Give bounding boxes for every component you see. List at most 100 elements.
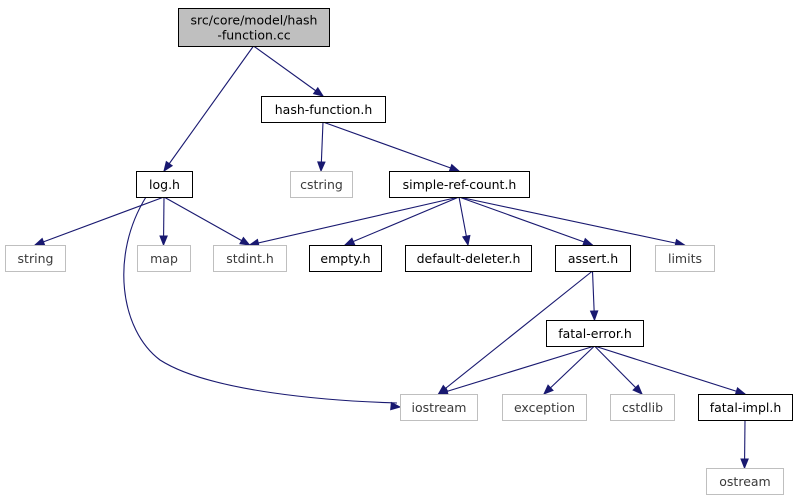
node-label: cstring (300, 177, 343, 192)
edges-layer (33, 45, 749, 470)
node-label: default-deleter.h (417, 251, 521, 266)
node-box (706, 468, 784, 495)
node-box (5, 245, 66, 272)
edge-arrowhead (239, 236, 251, 246)
edge-simple-ref-count-h-limits (458, 196, 686, 248)
node-map: map (137, 245, 191, 272)
node-box (309, 245, 382, 272)
edge-root-log-h (163, 45, 254, 173)
node-label: src/core/model/hash (191, 13, 318, 28)
edge-arrowhead (461, 234, 471, 247)
node-box (655, 245, 715, 272)
edge-assert-h-fatal-error-h (589, 270, 599, 322)
node-box (389, 171, 530, 198)
node-box (261, 96, 386, 123)
edge-line (458, 196, 593, 246)
node-default-deleter-h[interactable]: default-deleter.h (405, 245, 532, 272)
edge-line (438, 270, 593, 395)
node-box (555, 245, 631, 272)
edge-arrowhead (390, 401, 402, 411)
node-assert-h[interactable]: assert.h (555, 245, 631, 272)
edge-arrowhead (317, 161, 326, 173)
edge-line (594, 345, 643, 395)
node-simple-ref-count-h[interactable]: simple-ref-count.h (389, 171, 530, 198)
edge-hash-function-h-cstring (317, 121, 326, 173)
node-fatal-error-h[interactable]: fatal-error.h (546, 320, 644, 347)
edge-log-h-stdint-h (163, 196, 251, 246)
node-string: string (5, 245, 66, 272)
node-label: fatal-error.h (558, 326, 632, 341)
node-label: iostream (412, 400, 467, 415)
node-ostream: ostream (706, 468, 784, 495)
edge-line (253, 45, 324, 97)
node-box (502, 394, 587, 421)
node-label: simple-ref-count.h (403, 177, 517, 192)
node-label: -function.cc (217, 28, 290, 43)
node-fatal-impl-h[interactable]: fatal-impl.h (698, 394, 793, 421)
edge-arrowhead (589, 310, 599, 322)
node-label: map (150, 251, 178, 266)
node-box (400, 394, 478, 421)
edge-arrowhead (312, 86, 325, 97)
edge-line (543, 345, 595, 395)
node-box (290, 171, 353, 198)
node-box (405, 245, 532, 272)
node-stdint-h: stdint.h (213, 245, 287, 272)
node-cstdlib: cstdlib (610, 394, 675, 421)
node-log-h[interactable]: log.h (136, 171, 193, 198)
node-root[interactable]: src/core/model/hash-function.cc (178, 8, 330, 47)
node-label: fatal-impl.h (710, 400, 782, 415)
node-empty-h[interactable]: empty.h (309, 245, 382, 272)
edge-simple-ref-count-h-default-deleter-h (458, 196, 471, 247)
edge-simple-ref-count-h-stdint-h (248, 196, 460, 248)
edge-line (163, 45, 254, 172)
edge-arrowhead (33, 237, 46, 246)
node-label: assert.h (568, 251, 618, 266)
edge-arrowhead (582, 237, 594, 246)
node-hash-function-h[interactable]: hash-function.h (261, 96, 386, 123)
node-label: ostream (719, 474, 770, 489)
node-label: empty.h (320, 251, 370, 266)
edge-fatal-error-h-cstdlib (594, 345, 643, 395)
edge-arrowhead (159, 235, 168, 247)
edge-line (594, 345, 746, 395)
edge-line (249, 196, 460, 246)
edge-arrowhead (448, 163, 461, 172)
node-box (698, 394, 793, 421)
node-cstring: cstring (290, 171, 353, 198)
edge-hash-function-h-simple-ref-count-h (322, 121, 461, 172)
edge-log-h-map (159, 196, 168, 247)
edge-line (34, 196, 165, 246)
edge-line (123, 196, 398, 404)
edge-simple-ref-count-h-empty-h (343, 196, 460, 246)
edge-log-h-iostream (123, 196, 402, 411)
edge-arrowhead (740, 458, 749, 470)
node-box (136, 171, 193, 198)
node-box (137, 245, 191, 272)
edge-arrowhead (163, 160, 174, 173)
edge-line (322, 121, 460, 172)
node-label: cstdlib (622, 400, 663, 415)
node-label: log.h (149, 177, 180, 192)
nodes-layer: src/core/model/hash-function.cc hash-func… (5, 8, 793, 495)
node-limits: limits (655, 245, 715, 272)
node-box (546, 320, 644, 347)
node-box (178, 8, 330, 47)
node-iostream: iostream (400, 394, 478, 421)
edge-line (163, 196, 250, 246)
edge-root-hash-function-h (253, 45, 325, 97)
node-box (213, 245, 287, 272)
edge-arrowhead (543, 384, 554, 395)
edge-arrowhead (343, 237, 356, 246)
edge-fatal-error-h-exception (543, 345, 595, 395)
edge-fatal-error-h-iostream (437, 345, 595, 396)
node-box (610, 394, 675, 421)
node-label: stdint.h (226, 251, 274, 266)
edge-fatal-impl-h-ostream (740, 419, 749, 470)
edge-fatal-error-h-fatal-impl-h (594, 345, 747, 396)
edge-line (438, 345, 595, 395)
edge-arrowhead (734, 386, 747, 396)
edge-arrowhead (632, 384, 643, 395)
node-exception: exception (502, 394, 587, 421)
